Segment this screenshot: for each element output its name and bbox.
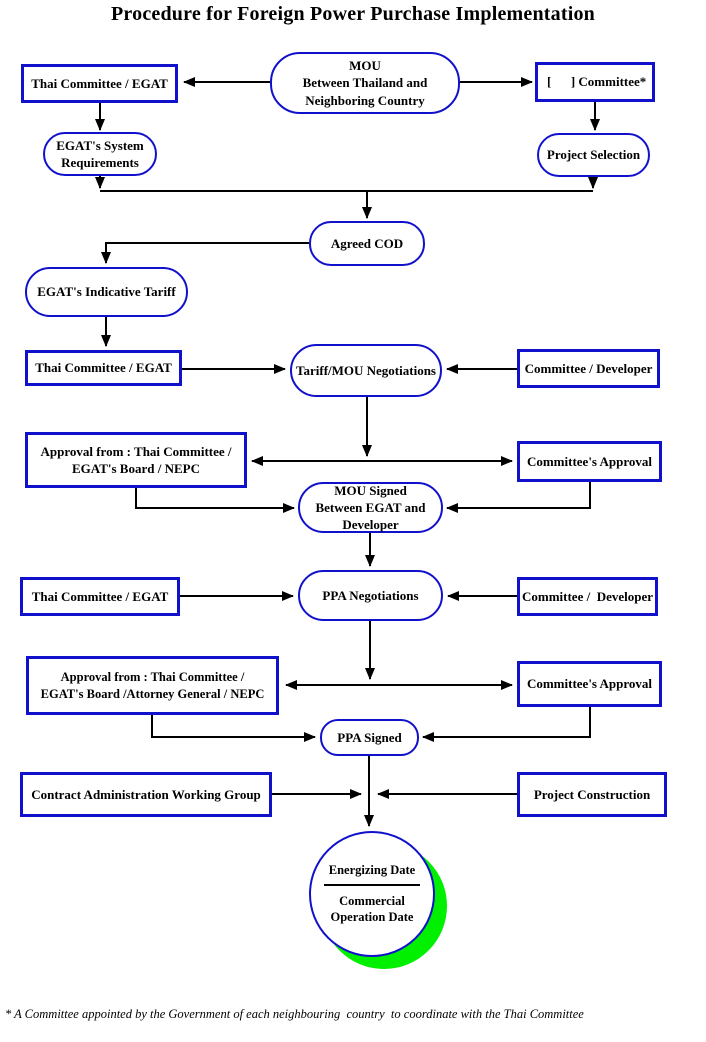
energizing-date-label: Energizing Date <box>328 863 416 878</box>
node-committees-approval-2: Committee's Approval <box>517 661 662 707</box>
node-committees-approval-1: Committee's Approval <box>517 441 662 482</box>
node-contract-administration-working-group: Contract Administration Working Group <box>20 772 272 817</box>
node-thai-committee-egat-2: Thai Committee / EGAT <box>25 350 182 386</box>
node-approval-attorney-general-nepc: Approval from : Thai Committee / EGAT's … <box>26 656 279 715</box>
arrow-committees-approval2-to-ppa-signed <box>422 707 591 742</box>
node-egat-system-requirements: EGAT's System Requirements <box>43 132 157 176</box>
node-tariff-mou-negotiations: Tariff/MOU Negotiations <box>290 344 442 397</box>
node-egat-indicative-tariff: EGAT's Indicative Tariff <box>25 267 188 317</box>
node-committee-developer-1: Committee / Developer <box>517 349 660 388</box>
node-thai-committee-egat-1: Thai Committee / EGAT <box>21 64 178 103</box>
node-ppa-signed: PPA Signed <box>320 719 419 756</box>
node-mou-signed: MOU Signed Between EGAT and Developer <box>298 482 443 533</box>
node-agreed-cod: Agreed COD <box>309 221 425 266</box>
node-project-construction: Project Construction <box>517 772 667 817</box>
arrow-agreed-cod-to-indicative-tariff <box>101 242 309 264</box>
commercial-operation-date-label: Commercial Operation Date <box>330 893 414 925</box>
node-committee-developer-2: Committee / Developer <box>517 577 658 616</box>
arrow-committees-approval1-to-mou-signed <box>446 482 591 513</box>
page-title: Procedure for Foreign Power Purchase Imp… <box>110 3 596 25</box>
node-energizing-commercial-operation-date: Energizing Date Commercial Operation Dat… <box>309 831 435 957</box>
arrow-approval2-to-ppa-signed <box>151 715 316 742</box>
node-bracket-committee: [ ] Committee* <box>535 62 655 102</box>
node-mou-thailand-neighboring-country: MOU Between Thailand and Neighboring Cou… <box>270 52 460 114</box>
node-project-selection: Project Selection <box>537 133 650 177</box>
footnote: * A Committee appointed by the Governmen… <box>5 1007 584 1021</box>
arrow-approval1-to-mou-signed <box>135 488 295 513</box>
node-ppa-negotiations: PPA Negotiations <box>298 570 443 621</box>
circle-separator-line <box>324 883 420 886</box>
node-approval-thai-committee-egat-board-nepc: Approval from : Thai Committee / EGAT's … <box>25 432 247 488</box>
node-thai-committee-egat-3: Thai Committee / EGAT <box>20 577 180 616</box>
